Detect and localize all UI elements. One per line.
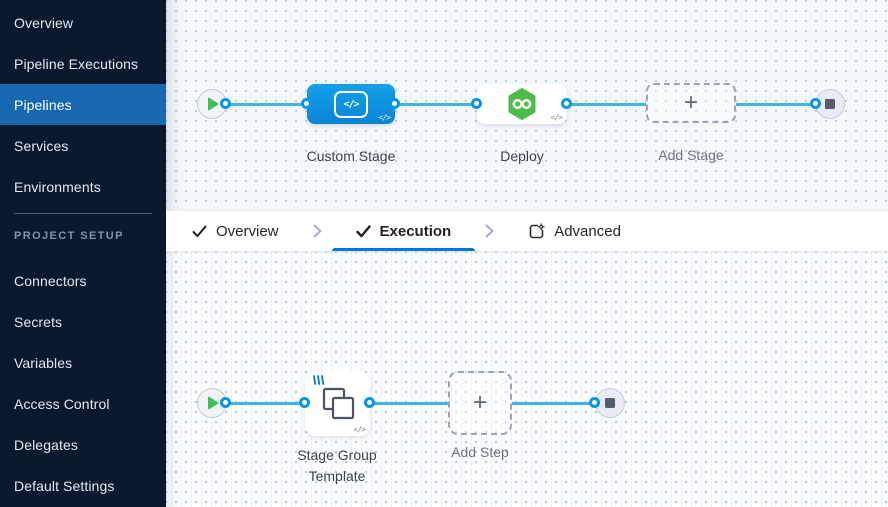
- stage-pipeline-canvas[interactable]: </> </> Custom Stage </> Deploy +: [166, 0, 888, 210]
- port-deploy-out: [561, 98, 572, 109]
- tab-overview-label: Overview: [216, 222, 279, 240]
- advanced-gear-box-icon: [529, 222, 545, 238]
- active-tab-underline: [331, 248, 476, 251]
- sidebar-divider: [14, 213, 152, 214]
- port-end-in: [810, 98, 821, 109]
- execution-canvas[interactable]: </> Stage Group Template + Add Step: [166, 252, 888, 507]
- custom-stage-icon: </>: [334, 90, 368, 118]
- add-step-button[interactable]: +: [448, 371, 512, 435]
- project-sidebar: Overview Pipeline Executions Pipelines S…: [0, 0, 166, 507]
- chevron-right-icon: [313, 224, 322, 238]
- sidebar-item-overview[interactable]: Overview: [14, 14, 74, 31]
- sidebar-setup-group: Connectors Secrets Variables Access Cont…: [0, 260, 166, 506]
- pipeline-end-node: [815, 89, 845, 119]
- sidebar-item-delegates[interactable]: Delegates: [14, 436, 78, 453]
- tab-execution-label: Execution: [379, 222, 452, 240]
- sidebar-item-access-control[interactable]: Access Control: [14, 395, 110, 412]
- sidebar-item-default-settings[interactable]: Default Settings: [14, 477, 115, 494]
- node-deploy[interactable]: </>: [477, 84, 567, 124]
- code-badge-icon: </>: [378, 113, 391, 122]
- node-custom-stage[interactable]: </> </>: [307, 84, 395, 124]
- port-stage-group-out: [364, 397, 375, 408]
- port-deploy-in: [471, 98, 482, 109]
- sidebar-item-pipelines[interactable]: Pipelines: [0, 84, 166, 125]
- port-custom-stage-out: [389, 98, 400, 109]
- port-stage-group-in: [299, 397, 310, 408]
- sidebar-section-project-setup: PROJECT SETUP: [14, 230, 124, 242]
- sidebar-item-connectors[interactable]: Connectors: [14, 272, 87, 289]
- sidebar-item-environments[interactable]: Environments: [14, 178, 101, 195]
- deploy-label: Deploy: [500, 148, 544, 164]
- stop-icon: [825, 99, 835, 109]
- check-icon: [192, 225, 207, 237]
- sidebar-item-pipeline-executions[interactable]: Pipeline Executions: [14, 55, 139, 72]
- custom-stage-label: Custom Stage: [306, 148, 396, 164]
- edge-add-step-to-end: [512, 402, 595, 405]
- tab-advanced[interactable]: Advanced: [504, 211, 645, 251]
- sidebar-item-services[interactable]: Services: [14, 137, 69, 154]
- code-badge-icon: </>: [550, 113, 563, 122]
- plus-icon: +: [683, 89, 698, 116]
- stage-config-tabs: Overview Execution: [166, 210, 888, 252]
- execution-end-node: [595, 388, 625, 418]
- pipeline-studio-main: </> </> Custom Stage </> Deploy +: [166, 0, 888, 507]
- stage-group-icon: [322, 387, 354, 419]
- stage-group-template-label-line1: Stage Group: [297, 447, 377, 463]
- code-badge-icon: </>: [353, 425, 366, 434]
- tab-separator: [303, 211, 332, 251]
- sidebar-item-variables[interactable]: Variables: [14, 354, 73, 371]
- tab-execution[interactable]: Execution: [331, 211, 476, 251]
- tab-advanced-label: Advanced: [554, 222, 621, 240]
- sidebar-item-secrets[interactable]: Secrets: [14, 313, 63, 330]
- edge-stage-group-to-add-step: [370, 402, 448, 405]
- template-marks-icon: [313, 375, 325, 385]
- check-icon: [355, 224, 371, 237]
- add-step-label: Add Step: [451, 444, 509, 460]
- stage-group-template-label-line2: Template: [308, 468, 366, 484]
- port-start-out: [220, 98, 231, 109]
- plus-icon: +: [472, 389, 487, 416]
- edge-start-to-stage-group: [226, 402, 305, 405]
- tab-overview[interactable]: Overview: [168, 211, 303, 251]
- port-custom-stage-in: [301, 98, 312, 109]
- add-stage-button[interactable]: +: [646, 83, 736, 123]
- stage-group-template-label: Stage Group Template: [247, 445, 427, 487]
- edge-custom-stage-to-deploy: [395, 103, 477, 106]
- tab-separator: [475, 211, 504, 251]
- cd-hexagon-icon: [508, 88, 536, 120]
- play-icon: [208, 396, 219, 410]
- play-icon: [208, 97, 219, 111]
- edge-deploy-to-add-stage: [567, 103, 646, 106]
- chevron-right-icon: [485, 224, 494, 238]
- edge-add-stage-to-end: [736, 103, 816, 106]
- stop-icon: [605, 398, 615, 408]
- add-stage-label: Add Stage: [658, 147, 724, 163]
- port-exec-start-out: [220, 397, 231, 408]
- edge-start-to-custom-stage: [226, 103, 307, 106]
- port-exec-end-in: [589, 397, 600, 408]
- node-stage-group-template[interactable]: </>: [305, 371, 370, 436]
